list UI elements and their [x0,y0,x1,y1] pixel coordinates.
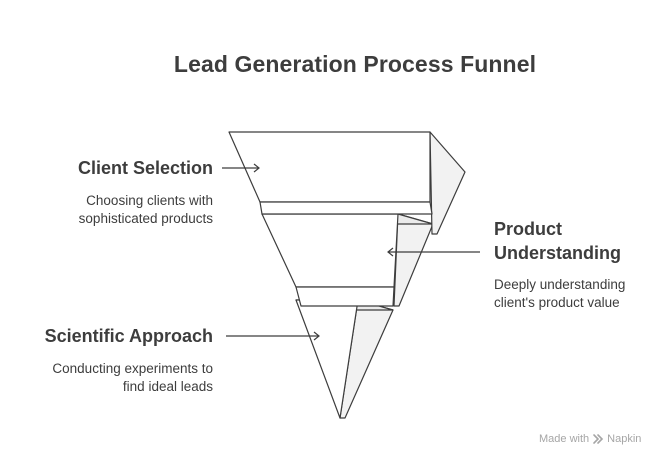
stage-3-description-line-1: Conducting experiments to [52,361,213,376]
footer-brand: Napkin [607,433,642,445]
stage-1-description-line-1: Choosing clients with [86,193,213,208]
stage-2-title: Product Understanding [494,217,664,265]
funnel-stage-1-side [429,131,466,235]
footer-made-with: Made with [539,433,590,445]
funnel-stage-1-gap [259,201,433,215]
funnel-stage-2-gap [295,286,395,307]
footer-attribution: Made with Napkin [539,433,641,445]
stage-3-title: Scientific Approach [44,326,213,346]
stage-3-description-line-2: find ideal leads [122,379,213,394]
stage-3-description: Conducting experiments to find ideal lea… [10,360,213,396]
stage-2-description-line-2: client's product value [494,295,620,310]
stage-2-description: Deeply understanding client's product va… [494,276,664,312]
arrow-head-stage-1 [253,163,260,173]
stage-2-title-line-2: Understanding [494,243,622,263]
stage-1-description: Choosing clients with sophisticated prod… [30,192,213,228]
stage-2-description-line-1: Deeply understanding [494,277,626,292]
funnel-stage-2-front [261,213,399,288]
diagram-title: Lead Generation Process Funnel [173,51,537,77]
funnel-stage-2-side [393,213,434,307]
funnel-stage-1-front [228,131,431,203]
stage-1-title: Client Selection [77,158,213,178]
arrow-head-stage-3 [313,331,320,341]
stage-1-description-line-2: sophisticated products [78,211,213,226]
napkin-logo-icon [593,434,604,444]
arrow-head-stage-2 [387,247,394,257]
stage-2-title-line-1: Product [494,219,563,239]
